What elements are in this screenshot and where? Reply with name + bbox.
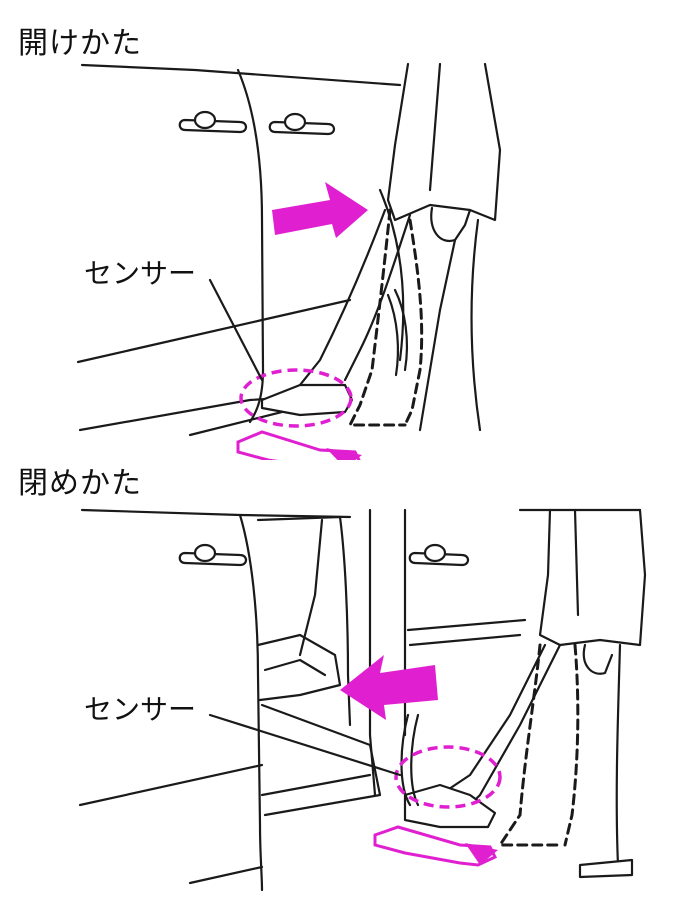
- person-leg-standing: [615, 643, 632, 872]
- door-handle-icon: [178, 543, 248, 567]
- person-torso: [538, 508, 647, 647]
- open-illustration: [76, 62, 502, 460]
- shoe-icon: [260, 383, 354, 417]
- sensor-leader-line: [208, 713, 402, 777]
- person-leg-standing: [470, 218, 482, 432]
- door-handle-icon: [268, 112, 336, 136]
- sensor-label-open: センサー: [84, 257, 197, 290]
- hand-icon: [582, 643, 614, 675]
- car-seat: [256, 633, 342, 702]
- kick-motion-arrow-icon: [373, 825, 498, 867]
- kick-motion-arrow-icon: [236, 430, 361, 460]
- sensor-leader-line: [208, 278, 264, 382]
- door-handle-icon: [178, 110, 248, 134]
- car-roofline: [80, 63, 402, 87]
- close-direction-arrow-icon: [340, 655, 438, 720]
- sensor-label-close: センサー: [84, 693, 197, 726]
- car-sill-line: [78, 763, 264, 807]
- hand-icon: [430, 206, 472, 243]
- close-illustration: [78, 508, 647, 892]
- leg-prev-position: [497, 643, 562, 847]
- car-sill-line: [76, 318, 264, 364]
- sensor-zone: [239, 368, 353, 428]
- door-edge: [236, 68, 265, 424]
- sensor-zone: [394, 745, 502, 809]
- person-leg-kicking: [298, 208, 387, 387]
- heading-close: 閉めかた: [18, 466, 142, 501]
- door-opening: [238, 513, 264, 892]
- shoe-icon: [403, 783, 497, 829]
- leg-prev-position: [347, 208, 407, 427]
- person-torso: [386, 62, 502, 222]
- car-roofline: [80, 508, 352, 519]
- heading-open: 開けかた: [18, 26, 142, 61]
- door-handle-icon: [408, 543, 470, 567]
- open-direction-arrow-icon: [272, 182, 368, 238]
